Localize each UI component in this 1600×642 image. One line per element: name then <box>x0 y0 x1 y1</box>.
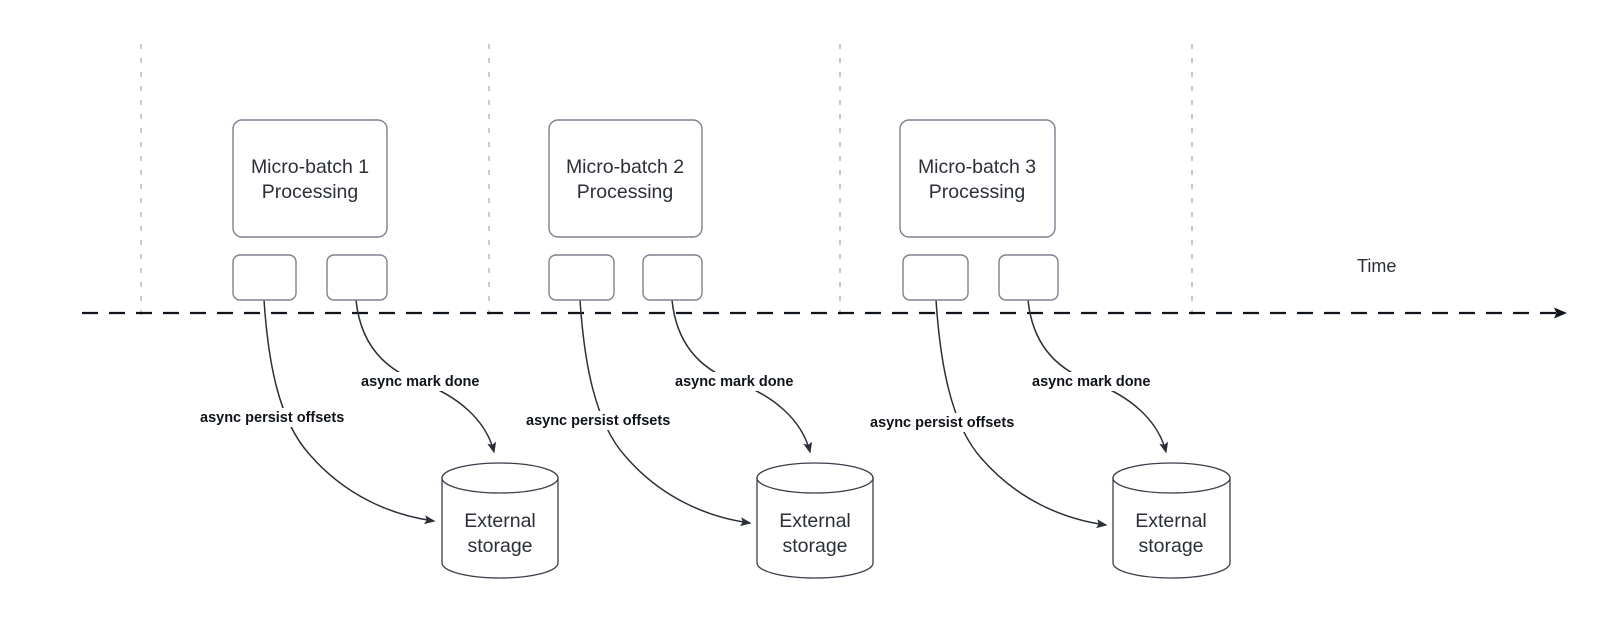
external-storage-1-label-line1: External <box>464 510 536 532</box>
group-3: Micro-batch 3 Processing External storag… <box>867 119 1231 579</box>
mini-box-1a[interactable] <box>232 254 297 301</box>
persist-offsets-curve-1 <box>263 299 436 525</box>
mark-done-label-1: async mark done <box>361 374 479 390</box>
mini-box-1b[interactable] <box>326 254 388 301</box>
mini-box-3a[interactable] <box>902 254 969 301</box>
external-storage-2[interactable]: External storage <box>756 462 874 579</box>
mark-done-label-1-group: async mark done <box>358 372 501 391</box>
external-storage-3-label-line2: storage <box>1138 535 1203 557</box>
micro-batch-3-label-line1: Micro-batch 3 <box>918 156 1036 178</box>
persist-offsets-label-1-group: async persist offsets <box>197 408 373 427</box>
mark-done-label-2-group: async mark done <box>672 372 815 391</box>
mark-done-label-2: async mark done <box>675 374 793 390</box>
mark-done-label-3: async mark done <box>1032 374 1150 390</box>
external-storage-1-label-line2: storage <box>467 535 532 557</box>
micro-batch-2-label-line1: Micro-batch 2 <box>566 156 684 178</box>
micro-batch-3-process-box[interactable] <box>899 119 1056 238</box>
group-1: Micro-batch 1 Processing External storag… <box>197 119 559 579</box>
external-storage-2-label-line1: External <box>779 510 851 532</box>
time-axis-label: Time <box>1357 256 1396 276</box>
micro-batch-1-process-box[interactable] <box>232 119 388 238</box>
persist-offsets-curve-3 <box>935 299 1108 529</box>
micro-batch-2-process-box[interactable] <box>548 119 703 238</box>
persist-offsets-label-2-group: async persist offsets <box>523 411 699 430</box>
external-storage-3-label-line1: External <box>1135 510 1207 532</box>
external-storage-1[interactable]: External storage <box>441 462 559 579</box>
micro-batch-2-label-line2: Processing <box>577 181 673 203</box>
mark-done-label-3-group: async mark done <box>1029 372 1172 391</box>
micro-batch-1-label-line2: Processing <box>262 181 358 203</box>
micro-batch-1-label-line1: Micro-batch 1 <box>251 156 369 178</box>
tick-lines-group <box>140 44 1193 324</box>
persist-offsets-label-3-group: async persist offsets <box>867 413 1043 432</box>
group-2: Micro-batch 2 Processing External storag… <box>523 119 874 579</box>
external-storage-2-label-line2: storage <box>782 535 847 557</box>
micro-batch-3-label-line2: Processing <box>929 181 1025 203</box>
persist-offsets-label-2: async persist offsets <box>526 413 670 429</box>
persist-offsets-label-1: async persist offsets <box>200 410 344 426</box>
persist-offsets-curve-2 <box>579 299 752 527</box>
external-storage-3[interactable]: External storage <box>1112 462 1231 579</box>
mini-box-2b[interactable] <box>642 254 703 301</box>
mini-box-3b[interactable] <box>998 254 1059 301</box>
mini-box-2a[interactable] <box>548 254 615 301</box>
persist-offsets-label-3: async persist offsets <box>870 415 1014 431</box>
